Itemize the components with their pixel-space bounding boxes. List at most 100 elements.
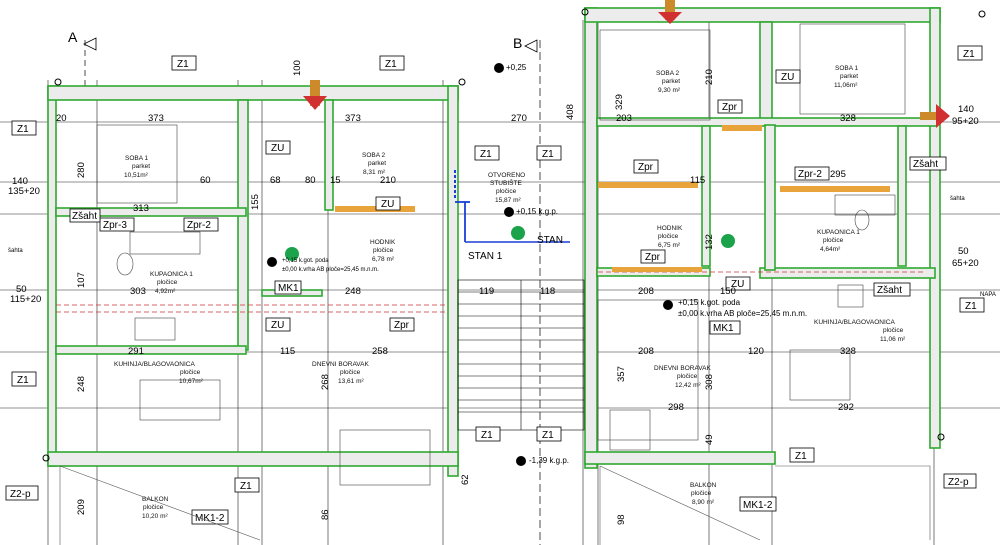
svg-text:80: 80 — [305, 175, 316, 186]
svg-text:SOBA 1: SOBA 1 — [125, 155, 149, 162]
svg-text:pločice: pločice — [691, 490, 712, 497]
svg-text:DNEVNI BORAVAK: DNEVNI BORAVAK — [654, 365, 711, 372]
svg-text:6,75 m²: 6,75 m² — [658, 242, 681, 249]
z1-tag: Z1 — [542, 149, 554, 160]
svg-text:328: 328 — [840, 346, 856, 357]
z1-tag: Z1 — [17, 124, 29, 135]
z2p-tag: Z2-p — [10, 489, 31, 500]
svg-text:parket: parket — [662, 78, 680, 85]
svg-text:pločice: pločice — [677, 373, 698, 380]
zpr-tag: Zpr — [645, 252, 661, 263]
side-label: 135+20 — [8, 186, 40, 197]
zpr2-tag: Zpr-2 — [798, 169, 822, 180]
svg-text:pločice: pločice — [883, 327, 904, 334]
room-balkon-left: BALKON pločice 10,20 m² — [142, 496, 169, 520]
walls-right — [584, 7, 941, 469]
svg-text:pločice: pločice — [496, 188, 517, 195]
svg-text:SOBA 2: SOBA 2 — [362, 152, 386, 159]
section-a-label: A — [68, 29, 78, 45]
red-arrow-icon — [303, 0, 950, 128]
sahta-label: šahta — [8, 248, 23, 254]
svg-text:10,51m²: 10,51m² — [124, 172, 149, 179]
svg-text:118: 118 — [540, 286, 555, 297]
svg-text:15,87 m²: 15,87 m² — [495, 197, 521, 204]
svg-text:8,31 m²: 8,31 m² — [363, 169, 386, 176]
svg-text:pločice: pločice — [180, 369, 201, 376]
svg-text:parket: parket — [368, 160, 386, 167]
svg-text:248: 248 — [76, 376, 87, 392]
svg-text:329: 329 — [614, 94, 625, 110]
svg-text:203: 203 — [616, 113, 632, 124]
door-hatch — [335, 125, 890, 272]
svg-text:parket: parket — [840, 73, 858, 80]
svg-text:HODNIK: HODNIK — [370, 239, 396, 246]
svg-text:KUPAONICA 1: KUPAONICA 1 — [817, 229, 860, 236]
z1-tag: Z1 — [17, 375, 29, 386]
svg-text:DNEVNI BORAVAK: DNEVNI BORAVAK — [312, 361, 369, 368]
blue-line — [454, 170, 570, 243]
side-label: 50 — [16, 284, 27, 295]
fire-marker-icon — [285, 226, 735, 261]
zpr-tag: Zpr — [394, 320, 410, 331]
level-left-floor-1: +0,15 k.got. poda — [282, 258, 329, 264]
svg-text:107: 107 — [76, 272, 87, 288]
zu-tag: ZU — [781, 72, 794, 83]
svg-text:295: 295 — [830, 169, 846, 180]
svg-text:15: 15 — [330, 175, 341, 186]
mk1-tag: MK1 — [713, 323, 734, 334]
svg-text:208: 208 — [638, 346, 654, 357]
sahta-label: šahta — [950, 196, 965, 202]
side-label: 140 — [12, 176, 28, 187]
dimension-labels: 373 373 270 20 203 328 313 303 248 119 1… — [56, 113, 856, 413]
svg-text:KUPAONICA 1: KUPAONICA 1 — [150, 271, 193, 278]
room-soba2-left: SOBA 2 parket 8,31 m² — [362, 152, 386, 176]
svg-text:115: 115 — [280, 346, 295, 357]
level-bottom: -1,39 k.g.p. — [529, 456, 569, 465]
side-label: 50 — [958, 246, 969, 257]
svg-text:86: 86 — [320, 509, 331, 520]
z1-tag: Z1 — [795, 451, 807, 462]
svg-text:258: 258 — [372, 346, 388, 357]
svg-text:115: 115 — [690, 175, 705, 186]
staircase — [457, 279, 585, 431]
svg-text:6,78 m²: 6,78 m² — [372, 256, 395, 263]
zsaht-tag: Zšaht — [72, 211, 97, 222]
svg-text:11,06m²: 11,06m² — [834, 82, 858, 89]
room-kupaonica-right: KUPAONICA 1 pločice 4,64m² — [817, 229, 860, 253]
svg-text:303: 303 — [130, 286, 146, 297]
room-soba2-right: SOBA 2 parket 9,30 m² — [656, 70, 681, 94]
svg-text:132: 132 — [704, 234, 715, 250]
svg-text:KUHINJA/BLAGOVAONICA: KUHINJA/BLAGOVAONICA — [814, 319, 895, 326]
svg-text:291: 291 — [128, 346, 144, 357]
zpr3-tag: Zpr-3 — [103, 220, 127, 231]
svg-text:210: 210 — [380, 175, 396, 186]
stan-label: STAN — [537, 235, 563, 246]
svg-text:STUBIŠTE: STUBIŠTE — [490, 178, 522, 187]
svg-text:SOBA 2: SOBA 2 — [656, 70, 680, 77]
z1-tag: Z1 — [542, 430, 554, 441]
svg-text:9,30 m²: 9,30 m² — [658, 87, 681, 94]
svg-text:8,90 m²: 8,90 m² — [692, 499, 715, 506]
svg-text:11,06 m²: 11,06 m² — [880, 336, 906, 343]
svg-text:pločice: pločice — [373, 247, 394, 254]
level-right-floor-1: +0,15 k.got. poda — [678, 298, 741, 307]
napa-label: NAPA — [980, 292, 996, 298]
svg-text:BALKON: BALKON — [690, 482, 717, 489]
tag-boxes — [5, 45, 985, 525]
z1-tag: Z1 — [480, 149, 492, 160]
room-kupaonica-left: KUPAONICA 1 pločice 4,92m² — [150, 271, 193, 295]
svg-text:10,67m²: 10,67m² — [179, 378, 204, 385]
zpr-tag: Zpr — [722, 102, 738, 113]
z1-tag: Z1 — [481, 430, 493, 441]
zsaht-tag: Zšaht — [913, 159, 938, 170]
svg-text:SOBA 1: SOBA 1 — [835, 65, 859, 72]
side-label: 65+20 — [952, 258, 979, 269]
room-boravak-right: DNEVNI BORAVAK pločice 12,42 m² — [654, 365, 711, 389]
svg-text:pločice: pločice — [658, 233, 679, 240]
walls-left — [47, 85, 459, 477]
zu-tag: ZU — [731, 279, 744, 290]
room-kuhinja-right: KUHINJA/BLAGOVAONICA pločice 11,06 m² — [814, 319, 906, 343]
svg-text:210: 210 — [704, 69, 715, 85]
level-marker-icon — [267, 63, 673, 466]
